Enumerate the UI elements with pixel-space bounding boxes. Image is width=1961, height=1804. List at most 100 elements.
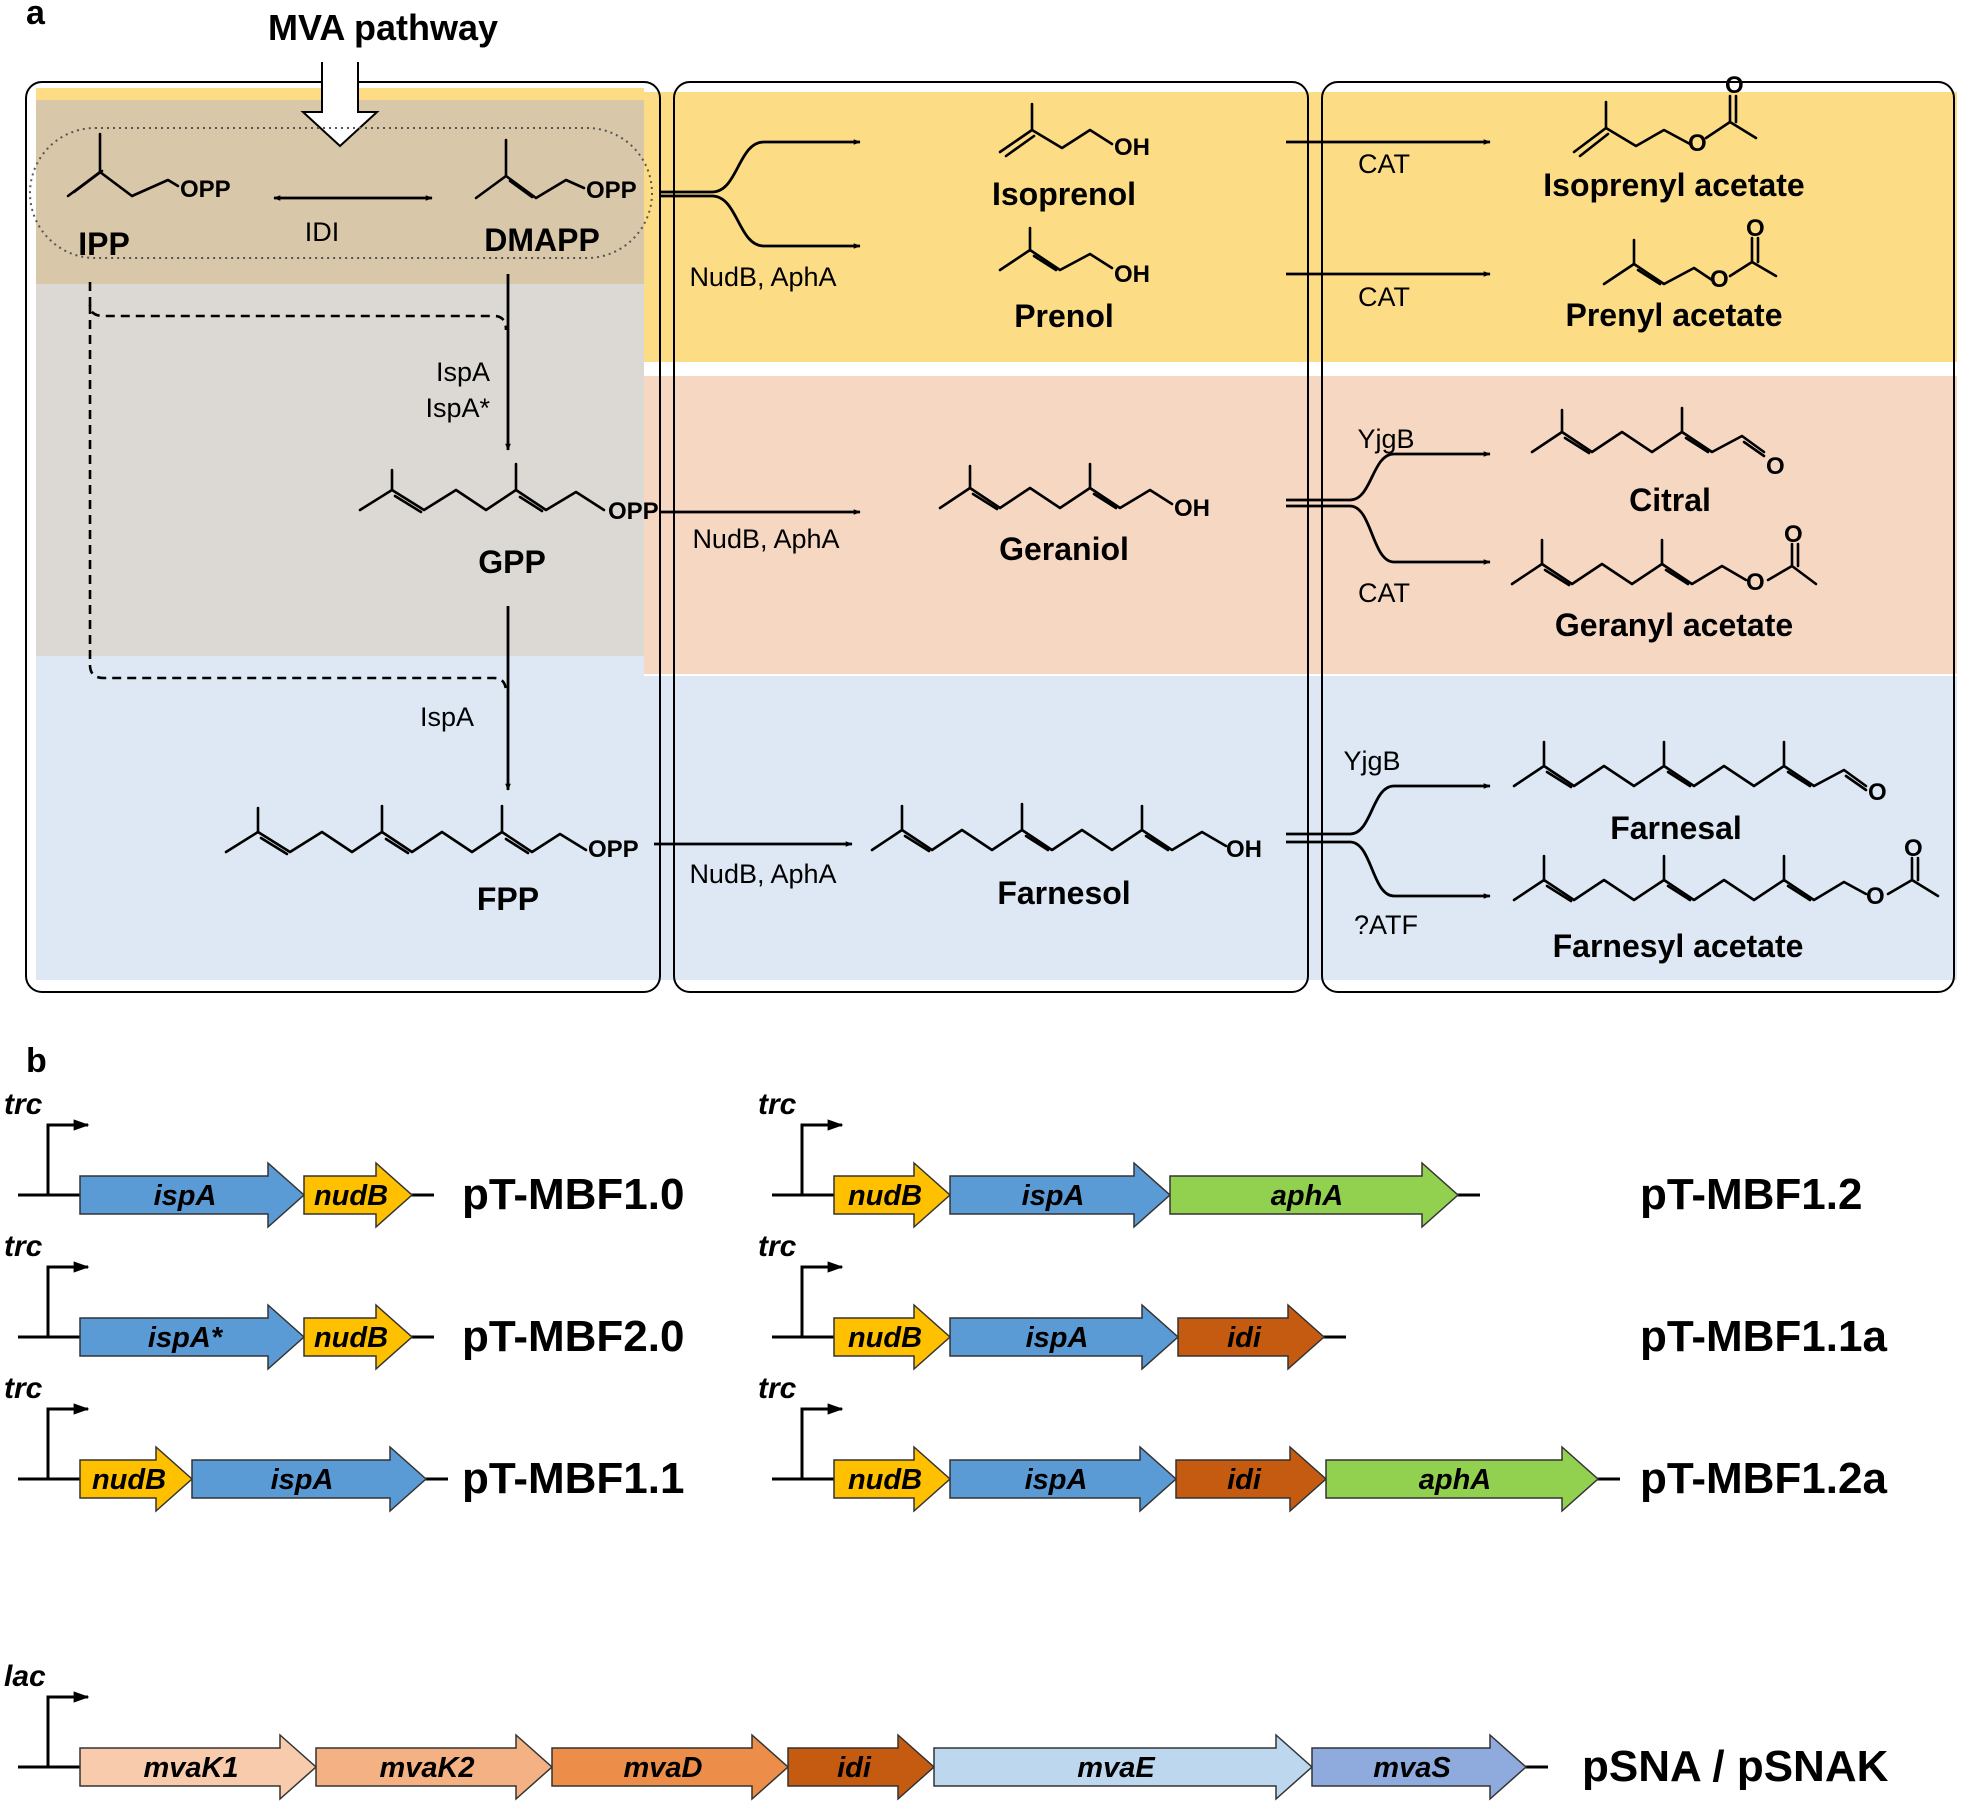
geranyl-acetate-label: Geranyl acetate: [1555, 607, 1793, 643]
farnesyl-carbonyl-o: O: [1904, 835, 1923, 862]
idi-enzyme-label: IDI: [305, 217, 340, 247]
farnesal-label: Farnesal: [1610, 810, 1742, 846]
gene-arrow-ispa: [949, 1303, 1180, 1371]
promoter-label: trc: [4, 1088, 43, 1121]
prenol-oh-label: OH: [1114, 261, 1150, 288]
band-blue-left: [36, 656, 644, 980]
dmapp-to-isoprenol-arrow: [660, 139, 861, 194]
plasmid-name: pT-MBF1.1a: [1640, 1312, 1887, 1361]
gene-arrow-idi: [1177, 1303, 1326, 1371]
gene-label: nudB: [314, 1180, 388, 1212]
promoter-arrow-icon: [46, 1403, 90, 1479]
nudb-apha-label-3: NudB, AphA: [689, 859, 836, 889]
prenyl-carbonyl-o: O: [1746, 215, 1765, 242]
geranyl-acetate-structure: O O: [1510, 521, 1818, 596]
gene-arrow-apha: [1169, 1161, 1460, 1229]
gene-arrow-nudb: [303, 1303, 414, 1371]
gene-label: nudB: [848, 1322, 922, 1354]
ispa-star-label: IspA*: [425, 393, 490, 423]
gene-arrow-mvas: [1311, 1733, 1528, 1801]
panel-b-label: b: [26, 1042, 47, 1080]
plasmid-name: pT-MBF1.2a: [1640, 1454, 1887, 1503]
citral-label: Citral: [1629, 482, 1711, 518]
gene-arrow-nudb: [833, 1303, 952, 1371]
plasmid-name: pSNA / pSNAK: [1582, 1742, 1889, 1791]
gene-arrow-mvak2: [315, 1733, 554, 1801]
gene-arrow-ispa: [79, 1161, 306, 1229]
atf-label: ?ATF: [1354, 910, 1418, 940]
geraniol-oh-label: OH: [1174, 495, 1210, 522]
background-bands: [36, 88, 1957, 980]
dmapp-to-prenol-arrow: [660, 194, 861, 249]
fpp-opp-label: OPP: [588, 836, 639, 863]
dmapp-opp-label: OPP: [586, 177, 637, 204]
promoter-label: trc: [4, 1230, 43, 1263]
gene-label: nudB: [314, 1322, 388, 1354]
farnesol-to-farnesyl-acetate-arrow: [1286, 840, 1491, 899]
plasmid-name: pT-MBF2.0: [462, 1312, 684, 1361]
plasmid-name: pT-MBF1.0: [462, 1170, 684, 1219]
gpp-structure: OPP: [358, 462, 659, 525]
gene-arrow-idi: [787, 1733, 936, 1801]
farnesyl-acetate-structure: O O: [1512, 835, 1940, 910]
prenyl-acetate-structure: O O: [1602, 215, 1778, 293]
fpp-structure: OPP: [224, 804, 639, 863]
gene-arrow-nudb: [79, 1445, 194, 1513]
gene-label: ispA: [1026, 1322, 1089, 1354]
column-box-alcohols: [673, 81, 1309, 993]
promoter-label: lac: [4, 1660, 46, 1693]
panel-a-label: a: [26, 0, 46, 32]
gene-label: nudB: [848, 1180, 922, 1212]
column-box-derivatives: [1321, 81, 1955, 993]
gene-arrow-mvae: [933, 1733, 1314, 1801]
ipp-label: IPP: [78, 226, 130, 262]
geraniol-label: Geraniol: [999, 531, 1129, 567]
gene-arrow-mvak1: [79, 1733, 318, 1801]
gene-label: aphA: [1419, 1464, 1492, 1496]
gene-arrow-idi: [1175, 1445, 1328, 1513]
farnesyl-acetate-label: Farnesyl acetate: [1553, 928, 1804, 964]
farnesol-to-farnesal-arrow: [1286, 783, 1491, 836]
gpp-label: GPP: [478, 544, 546, 580]
gpp-opp-label: OPP: [608, 498, 659, 525]
geraniol-to-citral-arrow: [1286, 451, 1491, 502]
gene-arrow-mvad: [551, 1733, 790, 1801]
nudb-apha-label-1: NudB, AphA: [689, 262, 836, 292]
gene-label: mvaK2: [379, 1752, 474, 1784]
promoter-arrow-icon: [800, 1119, 844, 1195]
gene-arrow-ispa: [949, 1445, 1178, 1513]
plasmid-name: pT-MBF1.2: [1640, 1170, 1862, 1219]
citral-structure: O: [1530, 406, 1785, 480]
gene-arrow-nudb: [303, 1161, 414, 1229]
promoter-arrow-icon: [800, 1403, 844, 1479]
fpp-label: FPP: [477, 881, 539, 917]
gene-label: mvaE: [1077, 1752, 1156, 1784]
gene-arrow-ispa: [191, 1445, 428, 1513]
gene-label: mvaD: [624, 1752, 703, 1784]
mva-input-arrow: [300, 62, 380, 148]
geranyl-ester-o: O: [1746, 569, 1765, 596]
promoter-arrow-icon: [800, 1261, 844, 1337]
promoter-arrow-icon: [46, 1119, 90, 1195]
yjgb-label-1: YjgB: [1357, 424, 1414, 454]
isoprenol-oh-label: OH: [1114, 134, 1150, 161]
farnesal-structure: O: [1512, 740, 1887, 806]
gene-arrow-nudb: [833, 1161, 952, 1229]
ipp-structure: OPP: [66, 132, 231, 203]
band-blue-right: [644, 676, 1957, 980]
gene-label: idi: [1227, 1464, 1262, 1496]
plasmid-name: pT-MBF1.1: [462, 1454, 684, 1503]
ipp-dmapp-group: [29, 127, 653, 259]
geraniol-structure: OH: [938, 462, 1210, 522]
ispa-label-1: IspA: [436, 357, 490, 387]
isoprenyl-acetate-structure: O O: [1572, 72, 1758, 158]
cat-label-2: CAT: [1358, 282, 1410, 312]
